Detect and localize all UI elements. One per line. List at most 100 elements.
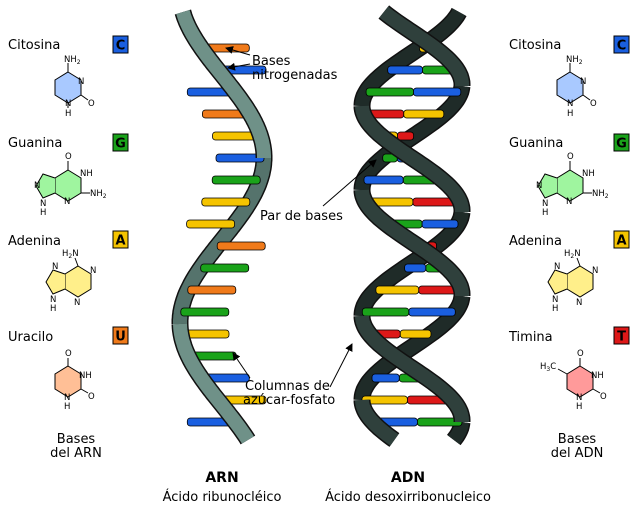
svg-text:H3C: H3C — [540, 362, 556, 373]
annotation-backbone-line2: azúcar-fosfato — [243, 393, 335, 408]
dna-strand-a — [379, 6, 469, 86]
base-badge: A — [613, 230, 630, 249]
base-badge: A — [112, 230, 129, 249]
cytosine-molecule: NH2 N O N H — [556, 55, 597, 119]
rna-base-adenine — [186, 219, 236, 229]
dna-base-cytosine — [363, 175, 404, 185]
dna-base-cytosine — [421, 219, 459, 229]
svg-text:H2N: H2N — [62, 249, 79, 260]
svg-text:N: N — [580, 77, 586, 87]
rna-title: ARN — [205, 470, 238, 486]
base-letter: C — [116, 39, 126, 54]
annotations: Bases nitrogenadas Par de bases Columnas… — [225, 46, 377, 408]
base-badge: U — [112, 326, 129, 345]
svg-text:C: C — [617, 39, 627, 54]
arrow-bases-1 — [225, 46, 251, 56]
dna-base-adenine — [399, 329, 432, 339]
svg-text:H: H — [552, 304, 558, 314]
base-name: Guanina — [8, 136, 62, 151]
svg-text:NH2: NH2 — [90, 189, 107, 200]
dna-strand-b — [355, 315, 469, 422]
svg-text:G: G — [115, 137, 126, 152]
legend-item-cytosine-left: Citosina C NH2 N O N H — [8, 35, 129, 119]
annotation-bases-line1: Bases — [252, 54, 291, 69]
guanine-molecule: O NH NH2 N N N H — [536, 152, 609, 218]
annotation-bases-line2: nitrogenadas — [252, 68, 338, 83]
dna-backbone-front — [353, 5, 471, 447]
svg-text:N: N — [74, 298, 80, 308]
svg-text:N: N — [576, 298, 582, 308]
svg-text:NH2: NH2 — [64, 55, 81, 66]
rna-strand — [173, 158, 271, 324]
svg-text:N: N — [542, 199, 548, 209]
base-badge: C — [613, 35, 630, 54]
svg-text:H: H — [40, 208, 46, 218]
annotation-backbone-line1: Columnas de — [245, 379, 330, 394]
uracil-molecule: O NH O N H — [54, 349, 95, 412]
svg-text:N: N — [566, 197, 572, 207]
svg-text:N: N — [552, 295, 558, 305]
svg-text:O: O — [65, 152, 72, 162]
arrow-base-pair — [322, 159, 377, 207]
right-footer-line1: Bases — [558, 432, 597, 447]
legend-item-adenine-right: Adenina A H2N N N N N H — [509, 230, 630, 314]
rna-base-guanine — [211, 175, 261, 185]
legend-item-guanine-left: Guanina G O NH NH2 N N N H — [8, 133, 129, 218]
rna-subtitle: Ácido ribunocléico — [163, 489, 282, 505]
legend-item-thymine-right: Timina T O NH O N H H3C — [508, 326, 630, 412]
dna-title: ADN — [391, 470, 425, 486]
svg-text:O: O — [590, 99, 597, 109]
svg-text:H2N: H2N — [564, 249, 581, 260]
base-badge: T — [613, 326, 630, 345]
annotation-base-pair: Par de bases — [260, 209, 343, 224]
svg-text:NH2: NH2 — [592, 189, 609, 200]
svg-text:N: N — [64, 197, 70, 207]
svg-text:N: N — [34, 181, 40, 191]
adenine-molecule: H2N N N N N H — [547, 249, 598, 314]
svg-text:H: H — [65, 109, 71, 119]
base-name: Adenina — [8, 234, 61, 249]
dna-base-guanine — [365, 87, 414, 97]
svg-text:NH: NH — [80, 169, 93, 179]
legend-item-uracil-left: Uracilo U O NH O N H — [8, 326, 129, 412]
svg-text:G: G — [616, 137, 627, 152]
rna-base-guanine — [200, 263, 250, 273]
base-name: Guanina — [509, 136, 563, 151]
base-name: Citosina — [509, 38, 561, 53]
svg-text:A: A — [616, 234, 626, 249]
thymine-molecule: O NH O N H H3C — [540, 349, 607, 412]
dna-base-legend: Citosina C NH2 N O N H Guanina G — [508, 35, 630, 461]
dna-base-adenine — [375, 285, 420, 295]
dna-subtitle: Ácido desoxirribonucleico — [325, 489, 491, 505]
arrow-backbone-rna — [232, 352, 251, 379]
svg-text:U: U — [115, 330, 126, 345]
guanine-molecule: O NH NH2 N N N H — [34, 152, 107, 218]
svg-text:NH: NH — [591, 371, 604, 381]
svg-text:O: O — [567, 152, 574, 162]
left-footer-line2: del ARN — [50, 446, 102, 461]
svg-text:H: H — [567, 109, 573, 119]
svg-text:N: N — [50, 295, 56, 305]
rna-backbone-back — [171, 158, 273, 324]
svg-text:H: H — [576, 402, 582, 412]
svg-text:NH2: NH2 — [566, 55, 583, 66]
legend-item-cytosine-right: Citosina C NH2 N O N H — [509, 35, 630, 119]
dna-base-thymine — [397, 131, 415, 141]
svg-text:N: N — [576, 393, 582, 403]
base-name: Citosina — [8, 38, 60, 53]
cytosine-molecule: NH2 N O N H — [54, 55, 95, 119]
arrow-backbone-dna — [329, 343, 353, 388]
dna-base-cytosine — [404, 263, 427, 273]
svg-text:O: O — [577, 349, 584, 359]
base-name: Uracilo — [8, 330, 53, 345]
svg-text:H: H — [542, 208, 548, 218]
base-name: Timina — [508, 330, 553, 345]
svg-text:N: N — [65, 99, 71, 109]
rna-base-uracil — [187, 285, 237, 295]
dna-base-cytosine — [412, 87, 462, 97]
rna-bases — [180, 43, 267, 427]
rna-base-adenine — [201, 197, 251, 207]
svg-text:N: N — [90, 266, 96, 276]
svg-text:O: O — [600, 392, 607, 402]
